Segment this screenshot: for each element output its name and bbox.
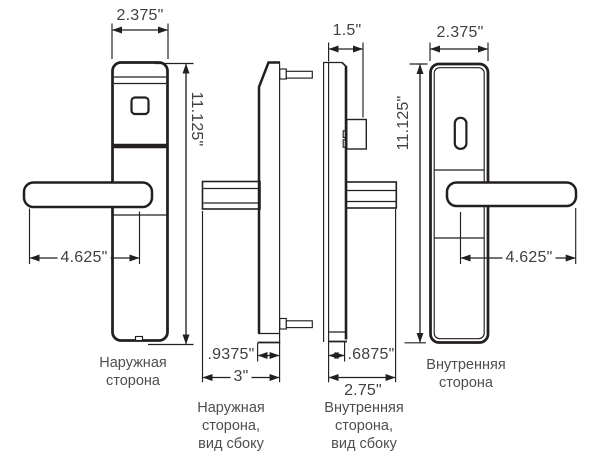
exterior-front-label: Наружная сторона xyxy=(99,354,166,390)
interior-height-dim: 11.125" xyxy=(395,95,412,151)
label-line: Наружная xyxy=(99,355,167,371)
interior-handle-dim: 4.625" xyxy=(502,250,556,266)
label-line: сторона xyxy=(438,375,493,391)
fingerprint-sensor xyxy=(130,96,150,116)
label-line: сторона, xyxy=(334,418,394,434)
interior-width-dim: 2.375" xyxy=(436,24,484,41)
exterior-side-view xyxy=(201,61,313,383)
interior-side-label: Внутренняя сторона, вид сбоку xyxy=(324,399,403,453)
label-line: Внутренняя xyxy=(426,357,506,373)
label-line: сторона xyxy=(105,373,160,389)
label-line: Наружная xyxy=(197,400,265,416)
label-line: Внутренняя xyxy=(324,400,404,416)
interior-side-top-dim: 1.5" xyxy=(332,22,362,39)
extension-lines xyxy=(328,42,397,383)
spindle-base xyxy=(279,317,287,330)
plate-top-chamfer xyxy=(341,61,347,68)
spindle-base xyxy=(279,68,287,80)
spindle-peg xyxy=(285,320,313,329)
spindle-peg xyxy=(285,70,313,79)
interior-handle xyxy=(445,181,578,208)
thumbturn-slot xyxy=(453,116,468,150)
exterior-handle-dim: 4.625" xyxy=(57,250,111,266)
interior-side-depth-dim: 2.75" xyxy=(344,382,382,399)
exterior-height-dim: 11.125" xyxy=(188,91,205,147)
label-line: вид сбоку xyxy=(198,436,264,452)
interior-front-view xyxy=(404,42,578,344)
plate-profile xyxy=(257,61,280,334)
label-line: вид сбоку xyxy=(331,436,397,452)
interior-side-thickness-dim: .6875" xyxy=(347,346,395,363)
bottom-notch xyxy=(134,335,144,342)
exterior-side-label: Наружная сторона, вид сбоку xyxy=(197,399,264,453)
handle-section xyxy=(344,181,398,209)
exterior-width-dim: 2.375" xyxy=(116,7,164,24)
exterior-front-view xyxy=(22,23,194,346)
interior-side-view xyxy=(323,42,398,383)
exterior-side-depth-dim: 3" xyxy=(230,369,252,385)
privacy-latch-box xyxy=(346,118,367,150)
exterior-side-thickness-dim: .9375" xyxy=(207,346,255,363)
handle-section xyxy=(201,180,261,210)
dimension-lines xyxy=(328,45,396,381)
label-line: сторона, xyxy=(201,418,261,434)
interior-front-label: Внутренняя сторона xyxy=(426,356,505,392)
exterior-handle xyxy=(22,181,154,209)
